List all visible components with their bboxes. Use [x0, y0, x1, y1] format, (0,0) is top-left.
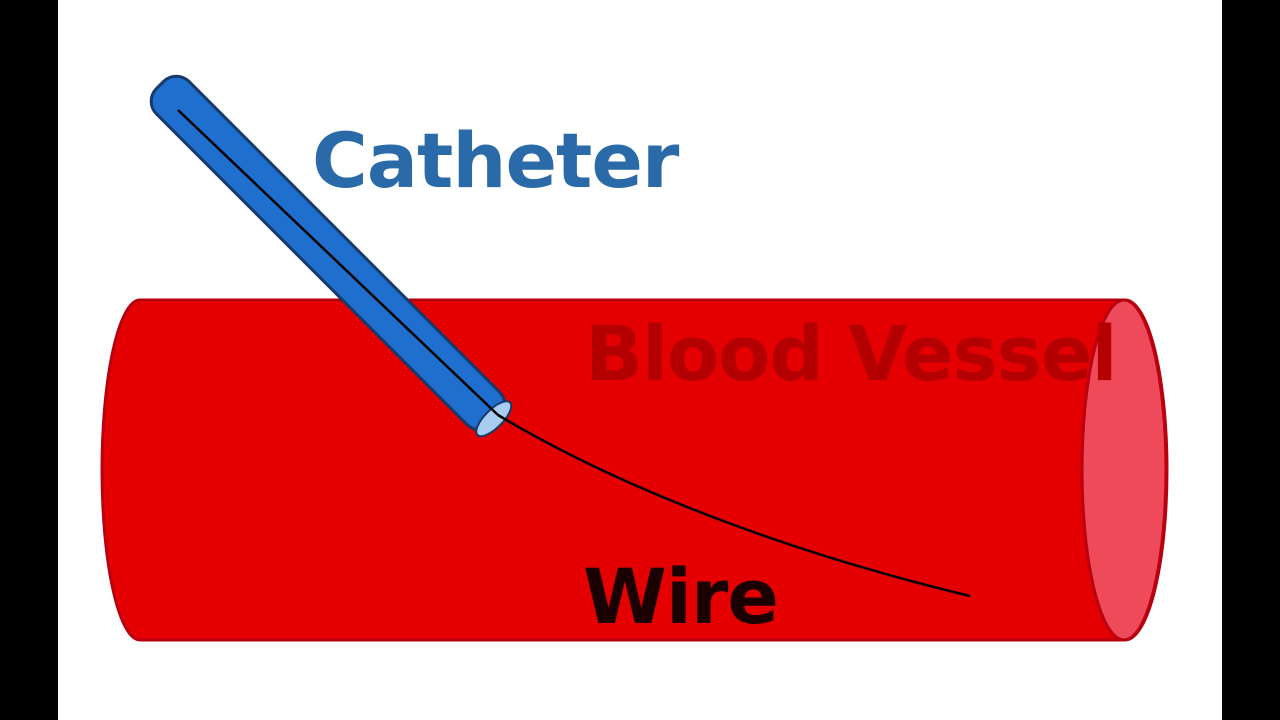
blood-vessel-label: Blood Vessel: [585, 309, 1117, 398]
blood-vessel-opening: [1080, 298, 1168, 642]
catheter-tip: [475, 400, 513, 438]
catheter-label: Catheter: [312, 116, 680, 205]
guide-wire: [497, 413, 971, 598]
wire-label: Wire: [583, 552, 778, 641]
wire-inside-catheter: [177, 109, 499, 416]
